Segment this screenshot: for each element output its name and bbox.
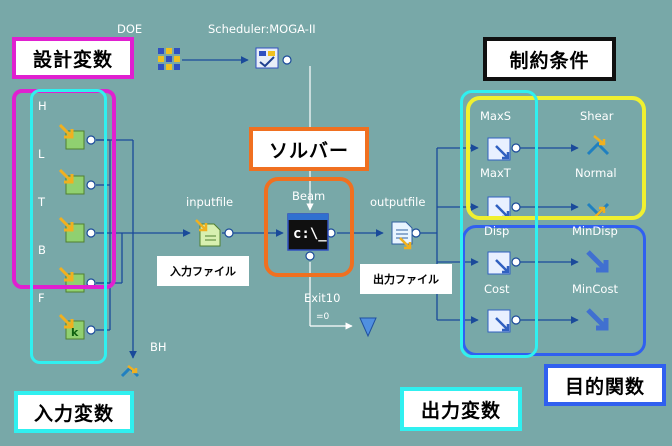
objective-mindisp-label: MinDisp xyxy=(572,224,618,238)
exit-icon[interactable] xyxy=(359,317,377,338)
beam-label: Beam xyxy=(292,189,326,203)
doe-label: DOE xyxy=(117,22,143,36)
input-variables-frame xyxy=(30,89,107,364)
exit-label: Exit10 xyxy=(304,291,341,305)
constraint-shear-icon xyxy=(586,135,610,156)
solver-callout: ソルバー xyxy=(249,127,369,171)
output-maxs-icon xyxy=(487,137,511,161)
input-l-icon xyxy=(58,168,85,195)
exit-value-label: =0 xyxy=(316,312,330,322)
bh-expression-icon[interactable] xyxy=(120,365,140,378)
inputfile-icon[interactable] xyxy=(195,219,221,247)
beam-console-icon[interactable] xyxy=(287,213,329,251)
doe-grid-icon[interactable] xyxy=(158,48,180,70)
output-disp-label: Disp xyxy=(484,224,510,238)
design-variables-callout: 設計変数 xyxy=(12,37,134,79)
input-variable-icons[interactable]: k xyxy=(58,123,85,340)
output-maxt-label: MaxT xyxy=(480,166,511,180)
constraints-callout: 制約条件 xyxy=(483,37,616,81)
input-variables-callout: 入力変数 xyxy=(14,391,134,433)
constraint-shear-label: Shear xyxy=(580,109,614,123)
objectives-frame xyxy=(462,225,646,356)
output-variables-callout: 出力変数 xyxy=(400,387,522,431)
input-var-f: F xyxy=(38,291,45,305)
objectives-callout: 目的関数 xyxy=(544,364,666,406)
svg-text:k: k xyxy=(71,326,79,339)
objective-icons[interactable] xyxy=(586,250,609,331)
constraint-normal-label: Normal xyxy=(575,166,617,180)
input-file-tag: 入力ファイル xyxy=(157,256,249,286)
output-maxs-label: MaxS xyxy=(480,109,512,123)
input-h-icon xyxy=(58,123,85,150)
output-file-tag: 出力ファイル xyxy=(360,264,452,294)
output-variable-icons[interactable] xyxy=(487,137,511,333)
scheduler-label: Scheduler:MOGA-II xyxy=(208,22,316,36)
constraint-icons[interactable] xyxy=(586,135,610,219)
outputfile-icon[interactable] xyxy=(391,221,413,250)
input-var-t: T xyxy=(38,195,46,209)
input-f-icon: k xyxy=(58,313,85,340)
input-var-l: L xyxy=(38,147,45,161)
output-disp-icon xyxy=(487,251,511,275)
objective-mincost-label: MinCost xyxy=(572,282,618,296)
inputfile-label: inputfile xyxy=(186,195,234,209)
solver-frame xyxy=(264,177,354,277)
output-cost-label: Cost xyxy=(484,282,510,296)
objective-mincost-icon xyxy=(586,308,609,331)
outputfile-label: outputfile xyxy=(370,195,426,209)
console-text: c:\_ xyxy=(293,226,327,242)
scheduler-icon[interactable] xyxy=(255,47,279,69)
output-variables-frame xyxy=(460,90,538,358)
output-cost-icon xyxy=(487,309,511,333)
input-t-icon xyxy=(58,216,85,243)
constraints-frame xyxy=(466,96,646,220)
input-var-b: B xyxy=(38,243,46,257)
objective-mindisp-icon xyxy=(586,250,609,273)
input-var-h: H xyxy=(38,99,47,113)
bh-label: BH xyxy=(150,340,167,354)
